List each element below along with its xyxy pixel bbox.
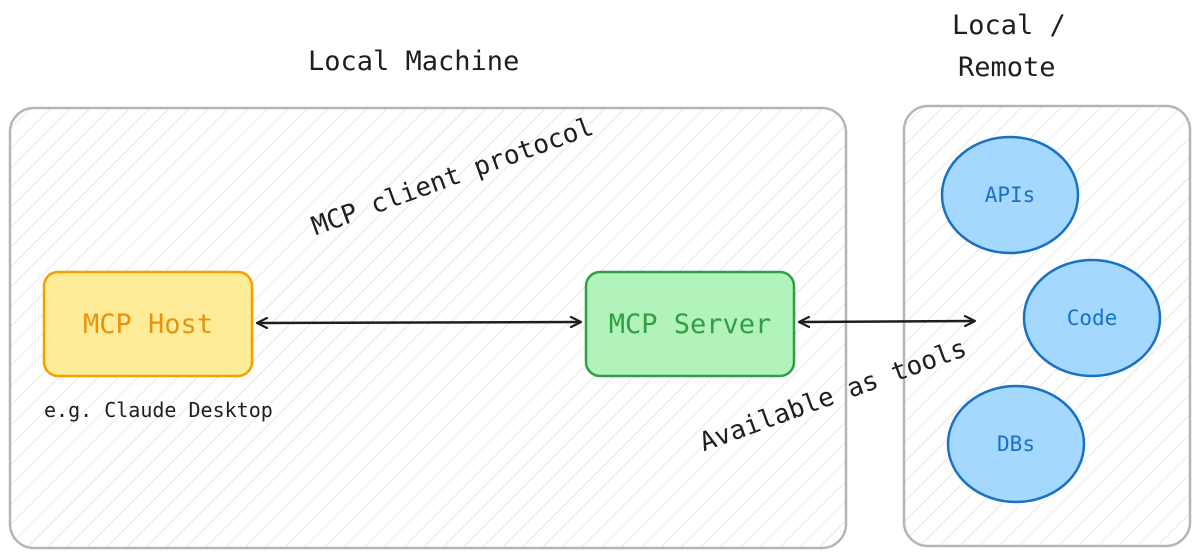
mcp-host-caption: e.g. Claude Desktop: [44, 398, 273, 422]
local-machine-title: Local Machine: [308, 46, 520, 77]
mcp-host-node: [42, 270, 254, 378]
resource-node-dbs: [946, 384, 1086, 504]
local-remote-title-line1: Local /: [952, 10, 1066, 41]
resource-label-dbs: DBs: [997, 432, 1035, 456]
mcp-server-label: MCP Server: [608, 308, 772, 340]
host-server-arrow: [258, 322, 580, 323]
resource-node-apis: [940, 135, 1080, 255]
resource-label-code: Code: [1066, 306, 1118, 330]
resource-label-apis: APIs: [984, 183, 1036, 207]
resource-node-code: [1022, 258, 1162, 378]
server-resources-arrow: [800, 321, 974, 322]
local-remote-title-line2: Remote: [958, 52, 1056, 83]
mcp-host-label: MCP Host: [82, 308, 214, 340]
mcp-server-node: [584, 270, 796, 378]
